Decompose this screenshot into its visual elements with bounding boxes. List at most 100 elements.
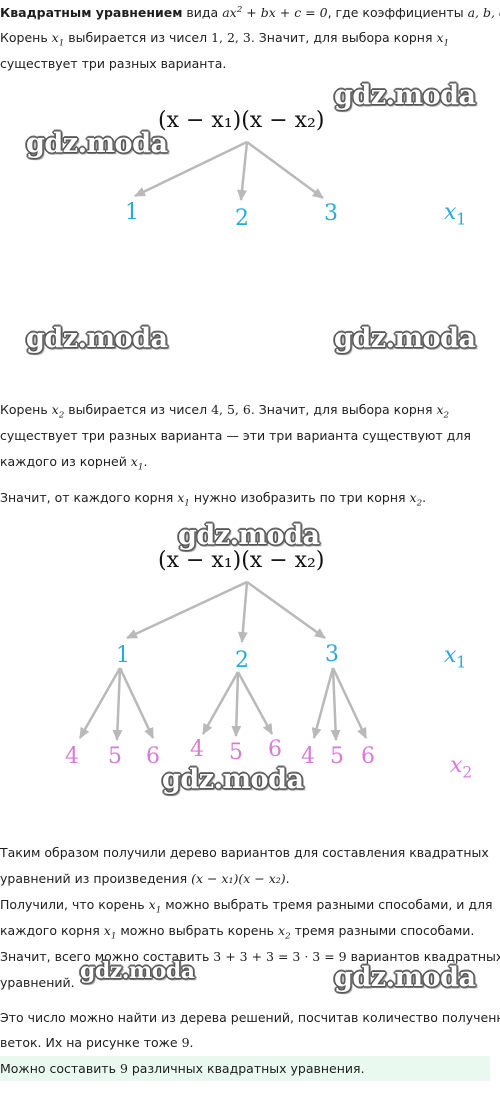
tree2-branch: [330, 667, 341, 741]
var-sub: 1: [456, 210, 467, 229]
text: .: [189, 1035, 194, 1050]
tree2-branch: [201, 671, 240, 735]
watermark: gdz.moda: [334, 962, 476, 993]
tree1-branch: [237, 141, 249, 201]
var-x: x: [278, 923, 286, 938]
tree2-branch: [126, 580, 248, 640]
para5-line-1: Это число можно найти из дерева решений,…: [0, 1010, 500, 1025]
text: можно выбрать корень: [116, 923, 278, 938]
tree2-branch: [118, 667, 155, 739]
tree2-branch: [246, 580, 326, 640]
formula-power: 2: [236, 4, 243, 15]
text: нужно изобразить по три корня: [189, 490, 410, 505]
tree2-branch: [331, 667, 368, 739]
para4-line-4: каждого корня x1 можно выбрать корень x2…: [0, 918, 500, 943]
tree2-root-product: (x − x₁)(x − x₂): [158, 548, 325, 573]
var-sub: 1: [184, 498, 190, 509]
text: веток. Их на рисунке тоже: [0, 1035, 182, 1050]
var-x: x: [450, 753, 463, 778]
tree1-branch: [246, 140, 324, 200]
var-x: x: [444, 643, 457, 668]
tree2-node-3: 3: [325, 642, 339, 667]
text: Значит, для выбора корня: [254, 402, 437, 417]
number: 9: [181, 1035, 190, 1050]
tree2-level2-label: x2: [450, 753, 472, 780]
answer-text: различных квадратных уравнения.: [127, 1061, 365, 1076]
text: выбирается из чисел: [64, 30, 212, 45]
var-sub: 2: [285, 931, 291, 942]
var-x: x: [436, 402, 444, 417]
para2-line-1: Корень x2 выбирается из чисел 4, 5, 6. З…: [0, 397, 500, 422]
tree2-leaf-4: 4: [190, 737, 204, 762]
para2-line-3: каждого из корней x1.: [0, 449, 500, 474]
text: вариантов квадратных: [346, 949, 500, 964]
var-x1: x1: [177, 490, 190, 508]
intro-text: вида: [182, 5, 223, 20]
var-x1: x1: [52, 30, 65, 48]
text: .: [422, 490, 427, 505]
var-x2: x2: [436, 402, 449, 420]
var-x: x: [130, 454, 138, 469]
var-x2: x2: [278, 923, 291, 941]
tree1-node-3: 3: [324, 201, 338, 226]
tree1-node-1: 1: [125, 200, 139, 225]
tree2-branch: [236, 671, 274, 735]
text: .: [285, 871, 290, 886]
numbers-list: 4, 5, 6.: [211, 402, 255, 417]
var-sub: 1: [443, 38, 450, 49]
var-sub: 2: [416, 498, 423, 509]
para5-line-2: веток. Их на рисунке тоже 9.: [0, 1030, 500, 1055]
text: уравнений из произведения: [0, 871, 192, 886]
tree2-leaf-5: 5: [229, 740, 243, 765]
tree2-leaf-5: 5: [108, 744, 122, 769]
var-x: x: [103, 923, 111, 938]
formula-ax: ax: [222, 5, 237, 20]
var-x1: x1: [130, 454, 144, 472]
text: Корень: [0, 402, 52, 417]
text: каждого из корней: [0, 454, 131, 469]
answer-number: 9: [119, 1061, 128, 1076]
watermark: gdz.moda: [334, 80, 476, 111]
tree2-node-2: 2: [235, 648, 249, 673]
intro-line-3: существует три разных варианта.: [0, 56, 227, 71]
formula-general: ax2 + bx + c = 0: [222, 5, 327, 20]
answer-text: Можно составить: [0, 1061, 120, 1076]
text: Получили, что корень: [0, 897, 149, 912]
tree1-root-product: (x − x₁)(x − x₂): [158, 108, 325, 133]
var-x: x: [51, 402, 59, 417]
tree2-branch: [231, 671, 242, 737]
var-x: x: [436, 30, 444, 45]
text: Корень: [0, 30, 52, 45]
tree2-leaf-5: 5: [330, 744, 344, 769]
tree2-leaf-6: 6: [146, 744, 160, 769]
var-sub: 1: [58, 38, 65, 49]
tree2-leaf-4: 4: [65, 744, 79, 769]
watermark: gdz.moda: [26, 323, 168, 354]
tree2-branch: [237, 581, 249, 643]
text: Значит, всего можно составить: [0, 949, 214, 964]
para4-line-1: Таким образом получили дерево вариантов …: [0, 845, 489, 860]
para4-line-3: Получили, что корень x1 можно выбрать тр…: [0, 892, 500, 917]
formula-count: 3 + 3 + 3 = 3 · 3 = 9: [213, 949, 347, 964]
tree2-branch: [112, 667, 123, 741]
var-x: x: [177, 490, 185, 505]
var-x1: x1: [103, 923, 117, 941]
var-sub: 1: [456, 653, 467, 672]
para4-line-6: уравнений.: [0, 975, 75, 990]
tree2-branch: [78, 667, 122, 739]
text: .: [143, 454, 148, 469]
var-x1: x1: [148, 897, 162, 915]
var-sub: 1: [155, 905, 162, 916]
para4-line-2: уравнений из произведения (x − x₁)(x − x…: [0, 866, 500, 891]
intro-text-2: , где коэффициенты: [327, 5, 468, 20]
text: Значит, от каждого корня: [0, 490, 178, 505]
tree1-branch: [134, 140, 248, 198]
tree2-leaf-4: 4: [301, 744, 315, 769]
formula-product: (x − x₁)(x − x₂): [191, 871, 286, 886]
var-x: x: [148, 897, 156, 912]
text: Значит, для выбора корня: [254, 30, 437, 45]
intro-line-1: Квадратным уравнением вида ax2 + bx + c …: [0, 0, 500, 25]
var-x2: x2: [410, 490, 423, 508]
watermark: gdz.moda: [162, 764, 304, 795]
